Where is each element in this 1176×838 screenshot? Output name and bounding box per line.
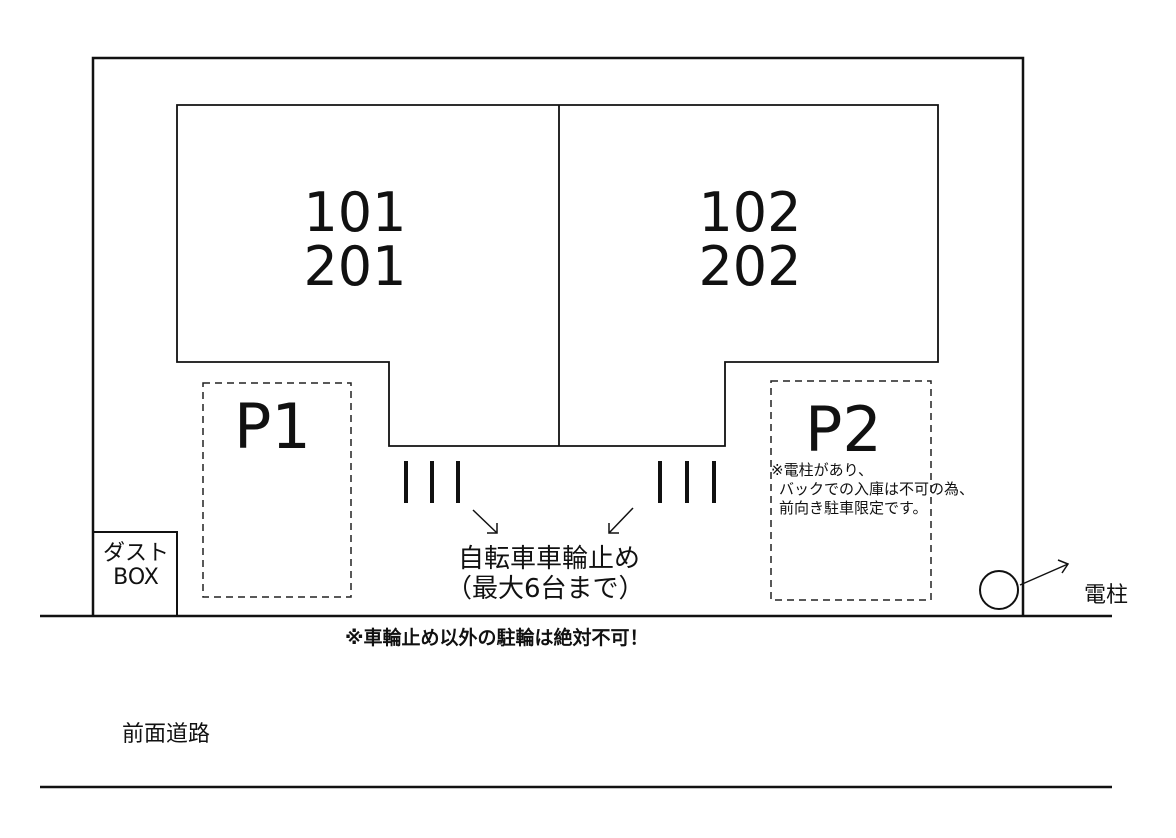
- bicycle-stop-title: 自転車車輪止め: [458, 544, 641, 574]
- parking-space-p2: [770, 380, 932, 601]
- parking-label-p1: P1: [234, 390, 311, 463]
- unit-number-202: 202: [698, 235, 802, 298]
- utility-pole-label: 電柱: [1084, 583, 1129, 608]
- bicycle-stop-label: 自転車車輪止め （最大6台まで）: [446, 544, 645, 605]
- unit-number-102: 102: [698, 181, 802, 244]
- bicycle-wheel-stops-left: [404, 461, 460, 503]
- front-road-label: 前面道路: [122, 722, 211, 747]
- arrow-icon: [472, 509, 498, 534]
- parking-label-p2: P2: [805, 393, 882, 466]
- arrow-icon: [1019, 559, 1070, 586]
- unit-label-right: 102 202: [620, 186, 880, 294]
- p2-parking-note: ※電柱があり、 バックでの入庫は不可の為、 前向き駐車限定です。: [771, 461, 974, 517]
- bicycle-wheel-stops-right: [658, 461, 716, 503]
- dust-box-outline: [93, 531, 178, 616]
- dust-box-line-2: BOX: [113, 565, 159, 591]
- unit-number-101: 101: [303, 181, 407, 244]
- parking-warning: ※車輪止め以外の駐輪は絶対不可！: [345, 627, 649, 649]
- arrow-icon: [608, 507, 634, 534]
- unit-number-201: 201: [303, 235, 407, 298]
- p2-note-line-2: バックでの入庫は不可の為、: [779, 479, 975, 498]
- building-outline: [176, 104, 939, 447]
- unit-label-left: 101 201: [225, 186, 485, 294]
- property-boundary: [91, 56, 1025, 616]
- dust-box-line-1: ダスト: [102, 541, 169, 566]
- bicycle-stop-capacity: （最大6台まで）: [446, 573, 645, 604]
- p2-note-line-3: 前向き駐車限定です。: [779, 498, 928, 517]
- utility-pole-icon: [979, 570, 1019, 610]
- p2-note-line-1: ※電柱があり、: [771, 461, 873, 479]
- parking-space-p1: [202, 382, 352, 598]
- dust-box-label: ダスト BOX: [97, 541, 175, 591]
